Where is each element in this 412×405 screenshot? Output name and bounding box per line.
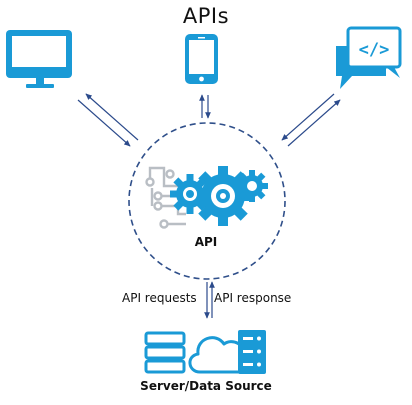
api-response-label: API response: [214, 291, 292, 305]
chat-request-arrow: [281, 93, 335, 141]
desktop-monitor-icon: [6, 30, 72, 88]
cloud-icon: [188, 336, 246, 374]
code-chat-icon: </>: [336, 26, 402, 89]
page-title: APIs: [182, 4, 230, 28]
client-arrows: [77, 93, 341, 147]
desktop-response-arrow: [85, 93, 139, 141]
api-hub-ring: [128, 122, 286, 280]
chat-response-arrow: [287, 99, 341, 147]
backend-arrows: [204, 281, 215, 319]
server-data-source-icon: [144, 330, 266, 374]
smartphone-icon: [185, 34, 218, 84]
database-icon: [144, 331, 186, 374]
desktop-request-arrow: [77, 99, 131, 147]
gears-icon: [170, 166, 268, 226]
server-rack-icon: [238, 330, 266, 374]
svg-text:</>: </>: [359, 40, 390, 60]
api-hub-label: API: [194, 235, 218, 249]
api-requests-label: API requests: [122, 291, 197, 305]
server-data-source-label: Server/Data Source: [140, 379, 272, 393]
